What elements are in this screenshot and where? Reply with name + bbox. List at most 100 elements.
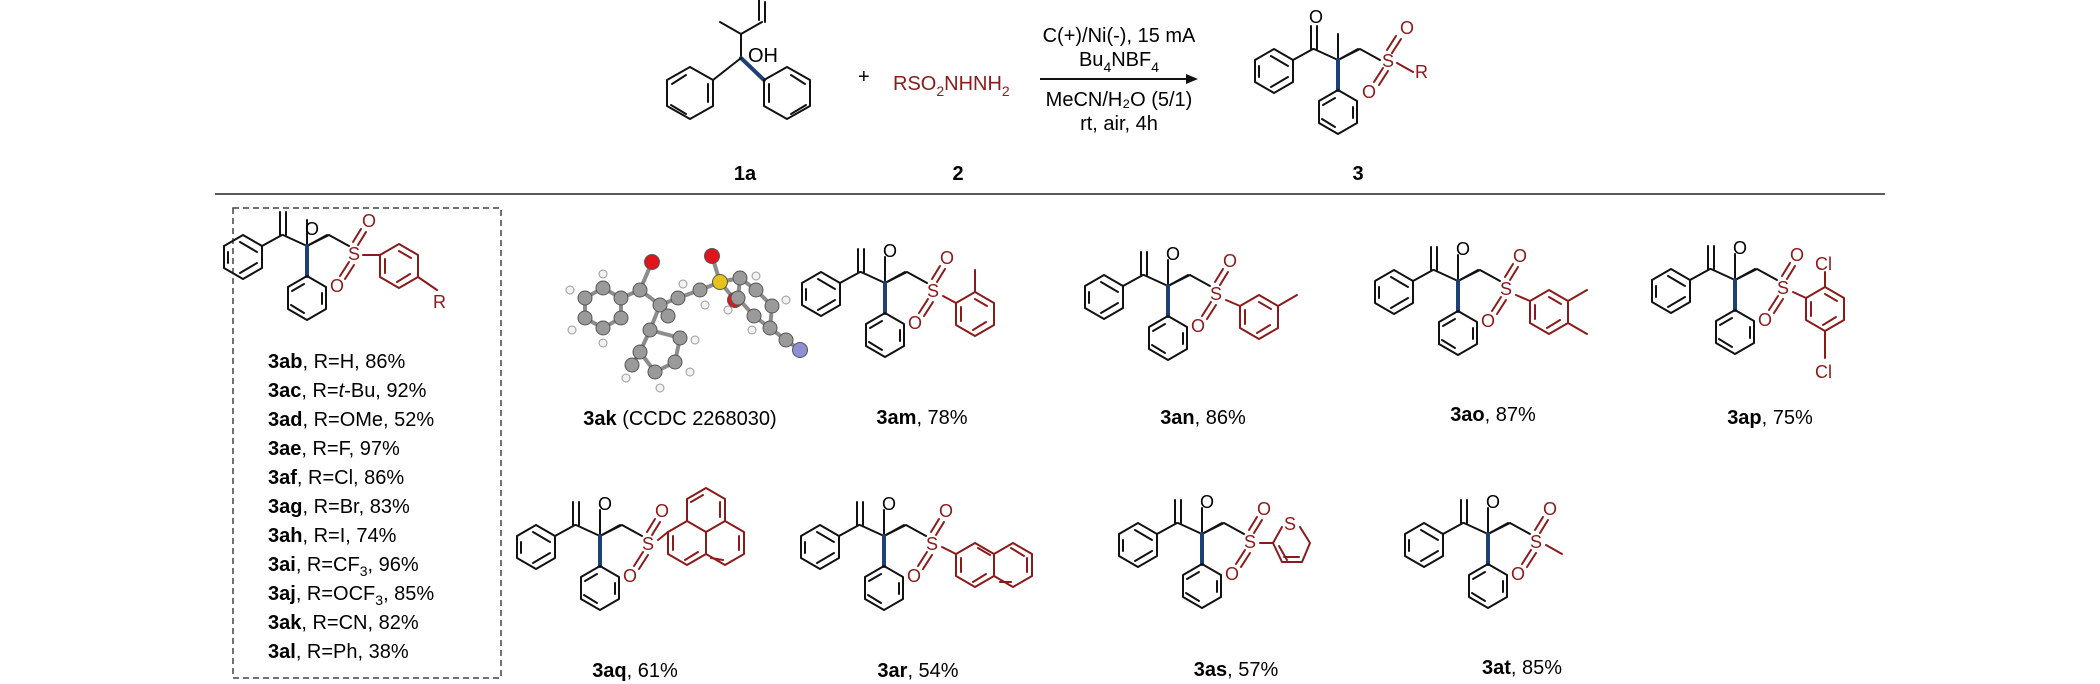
crystal-carbon [672, 330, 688, 346]
crystal-hydrogen [700, 300, 710, 310]
compound-label-3as: 3as, 57% [1194, 659, 1279, 681]
general-aryl-structure: O S O O R [222, 210, 446, 322]
table-row: 3ae, R=F, 97% [268, 438, 400, 460]
sulfonyl-oxygen: O [1511, 564, 1525, 584]
reaction-arrow-conditions: C(+)/Ni(-), 15 mA Bu4NBF4 MeCN/H₂O (5/1)… [1040, 25, 1198, 135]
sulfonyl-oxygen: O [1225, 564, 1239, 584]
sulfur-atom: S [1382, 51, 1394, 71]
sulfonyl-oxygen: O [1362, 82, 1376, 102]
scope-table: 3ab, R=H, 86% 3ac, R=t-Bu, 92% 3ad, R=OM… [268, 351, 434, 663]
crystal-sulfur [712, 274, 728, 290]
compound-3as: O S O O S 3as, 57% [1117, 492, 1311, 681]
compound-label-3ar: 3ar, 54% [877, 660, 958, 682]
crystal-carbon [595, 320, 611, 336]
sulfur-atom: S [1500, 279, 1512, 299]
substrate-scope-box [232, 207, 502, 679]
sulfonyl-oxygen: O [908, 313, 922, 333]
reactant-2: RSO2NHNH2 2 [893, 73, 1010, 185]
sulfonyl-oxygen: O [1790, 245, 1804, 265]
sulfonyl-oxygen: O [1543, 499, 1557, 519]
sulfonyl-oxygen: O [1191, 316, 1205, 336]
crystal-hydrogen [621, 373, 631, 383]
crystal-carbon [762, 320, 778, 336]
sulfonyl-oxygen: O [1223, 251, 1237, 271]
crystal-carbon [748, 282, 764, 298]
table-row: 3ac, R=t-Bu, 92% [268, 380, 427, 402]
carbonyl-oxygen: O [598, 494, 612, 514]
r-group: R [433, 292, 446, 312]
crystal-hydrogen [598, 269, 608, 279]
sulfonyl-oxygen: O [623, 566, 637, 586]
compound-3ar: O S O O 3ar, 54% [799, 494, 1033, 682]
crystal-carbon [732, 270, 748, 286]
crystal-atoms [565, 248, 808, 393]
compound-label-3at: 3at, 85% [1482, 657, 1562, 679]
product-3-label: 3 [1352, 163, 1363, 185]
plus-sign: + [858, 66, 870, 88]
compound-label-3ao: 3ao, 87% [1450, 404, 1536, 426]
carbonyl-oxygen: O [882, 494, 896, 514]
crystal-carbon [632, 282, 648, 298]
crystal-hydrogen [678, 279, 688, 289]
compound-label-3ap: 3ap, 75% [1727, 407, 1813, 429]
sulfonyl-oxygen: O [362, 211, 376, 231]
thiophene-sulfur: S [1284, 514, 1296, 534]
carbonyl-oxygen: O [1309, 7, 1323, 27]
crystal-hydrogen [781, 295, 791, 305]
crystal-carbon [730, 290, 746, 306]
sulfur-atom: S [1210, 284, 1222, 304]
carbonyl-oxygen: O [1733, 238, 1747, 258]
sulfur-atom: S [927, 281, 939, 301]
compound-3ap: O S O O Cl Cl 3ap, 75% [1650, 238, 1845, 429]
crystal-hydrogen [598, 338, 608, 348]
table-row: 3al, R=Ph, 38% [268, 641, 409, 663]
carbonyl-oxygen: O [1456, 239, 1470, 259]
compound-3an: O S O O 3an, 86% [1083, 244, 1298, 429]
sulfur-atom: S [1244, 532, 1256, 552]
reactant-2-label: 2 [952, 163, 963, 185]
table-row: 3ab, R=H, 86% [268, 351, 406, 373]
sulfonyl-oxygen: O [1758, 310, 1772, 330]
crystal-carbon [613, 290, 629, 306]
crystal-carbon [577, 290, 593, 306]
sulfur-atom: S [348, 244, 360, 264]
compound-3at: O S O O 3at, 85% [1403, 492, 1563, 679]
compound-label-3ak: 3ak (CCDC 2268030) [583, 408, 776, 430]
sulfur-atom: S [1777, 278, 1789, 298]
crystal-hydrogen [751, 271, 761, 281]
sulfonyl-oxygen: O [655, 501, 669, 521]
crystal-carbon [642, 322, 658, 338]
carbonyl-oxygen: O [1486, 492, 1500, 512]
crystal-hydrogen [723, 305, 733, 315]
sulfur-atom: S [642, 534, 654, 554]
compound-3aq: O S O O 3aq, 61% [515, 487, 745, 682]
crystal-carbon [577, 310, 593, 326]
table-row: 3ad, R=OMe, 52% [268, 409, 434, 431]
condition-atmosphere: rt, air, 4h [1080, 113, 1158, 135]
crystal-hydrogen [690, 335, 700, 345]
reactant-1a-label: 1a [734, 163, 757, 185]
crystal-carbon [652, 297, 668, 313]
table-row: 3ak, R=CN, 82% [268, 612, 419, 634]
crystal-carbon [667, 354, 683, 370]
sulfonyl-oxygen: O [330, 276, 344, 296]
table-row: 3ag, R=Br, 83% [268, 496, 410, 518]
crystal-carbon [778, 332, 794, 348]
crystal-hydrogen [565, 285, 575, 295]
carbonyl-oxygen: O [305, 219, 319, 239]
table-row: 3ai, R=CF3, 96% [268, 554, 419, 579]
compound-3am: O S O O 3am, 78% [800, 241, 995, 429]
condition-electrodes: C(+)/Ni(-), 15 mA [1043, 25, 1196, 47]
compound-3ao: O S O O 3ao, 87% [1373, 239, 1588, 426]
table-row: 3ah, R=I, 74% [268, 525, 397, 547]
sulfur-atom: S [1530, 532, 1542, 552]
condition-solvent: MeCN/H₂O (5/1) [1046, 89, 1193, 111]
sulfur-atom: S [926, 534, 938, 554]
crystal-carbon [632, 344, 648, 360]
table-row: 3af, R=Cl, 86% [268, 467, 404, 489]
sulfonyl-oxygen: O [1481, 311, 1495, 331]
crystal-structure-3ak: 3ak (CCDC 2268030) [565, 248, 808, 430]
condition-electrolyte: Bu4NBF4 [1079, 49, 1159, 75]
sulfonyl-oxygen: O [907, 566, 921, 586]
